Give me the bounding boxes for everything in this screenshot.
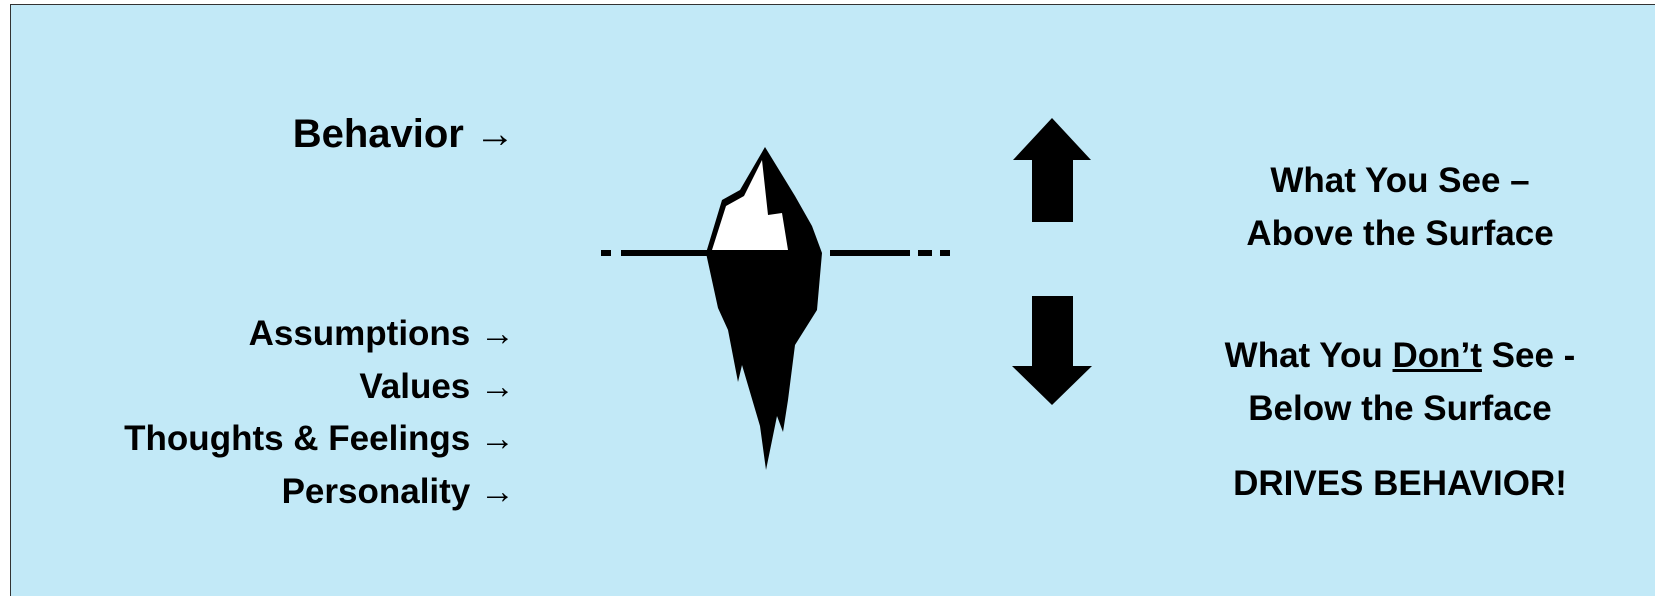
below-surface-line2: Below the Surface <box>1248 389 1552 428</box>
above-surface-line2: Above the Surface <box>1246 214 1554 253</box>
assumptions-label: Assumptions → <box>248 314 515 353</box>
values-label: Values → <box>359 367 515 406</box>
above-surface-line1: What You See – <box>1270 161 1530 200</box>
below-line1-suffix: See - <box>1481 336 1576 375</box>
behavior-label: Behavior → <box>292 112 515 156</box>
below-line1-prefix: What You <box>1224 336 1393 375</box>
drives-behavior-label: DRIVES BEHAVIOR! <box>1233 464 1567 503</box>
dont-underlined: Don’t <box>1392 336 1482 375</box>
below-surface-line1: What You Don’t See - <box>1175 330 1625 382</box>
water-line <box>601 250 950 256</box>
iceberg-icon <box>706 147 822 470</box>
down-arrow-icon <box>1012 296 1092 405</box>
diagram-canvas <box>10 4 1655 596</box>
personality-label: Personality → <box>281 472 515 511</box>
thoughts-feelings-label: Thoughts & Feelings → <box>124 419 515 458</box>
up-arrow-icon <box>1013 118 1091 222</box>
